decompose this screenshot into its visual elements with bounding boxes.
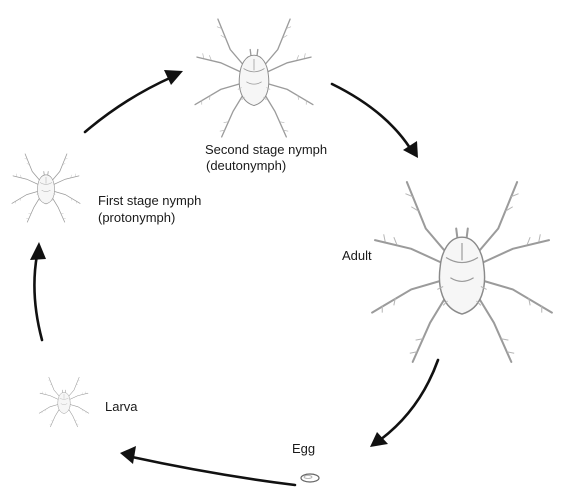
adult-mite-icon bbox=[372, 182, 552, 362]
arrow-nymph1-to-nymph2 bbox=[85, 70, 183, 132]
arrow-nymph2-to-adult bbox=[332, 84, 418, 158]
second-stage-nymph-label: Second stage nymph bbox=[205, 142, 327, 157]
egg-label: Egg bbox=[292, 441, 315, 456]
larva-label: Larva bbox=[105, 399, 138, 414]
larva-mite-icon bbox=[39, 377, 89, 427]
arrow-larva-to-nymph1 bbox=[30, 242, 46, 340]
second-stage-nymph-mite-icon bbox=[195, 19, 313, 137]
arrow-egg-to-larva bbox=[120, 446, 295, 485]
adult-label: Adult bbox=[342, 248, 372, 263]
first-stage-nymph-label: First stage nymph bbox=[98, 193, 201, 208]
second-stage-nymph-sublabel: (deutonymph) bbox=[206, 158, 286, 173]
first-stage-nymph-mite-icon bbox=[12, 154, 80, 222]
arrow-adult-to-egg bbox=[370, 360, 438, 447]
first-stage-nymph-sublabel: (protonymph) bbox=[98, 210, 175, 225]
